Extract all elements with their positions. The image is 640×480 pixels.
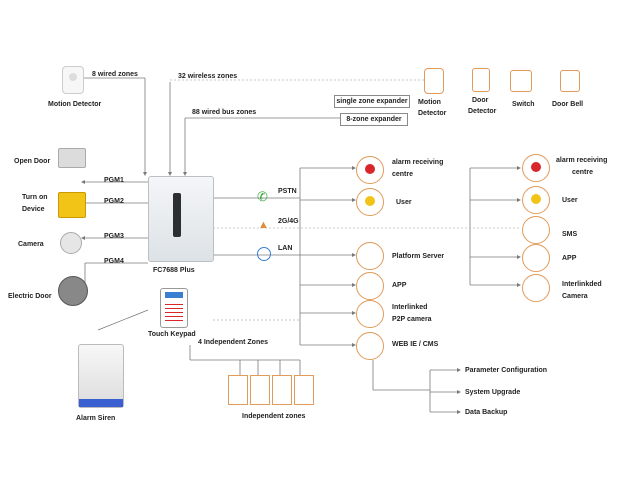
switch-icon xyxy=(510,70,532,92)
electric-door-icon xyxy=(58,276,88,306)
user-icon xyxy=(356,188,384,216)
panel-name-label: FC7688 Plus xyxy=(153,267,195,274)
cellular-label: 2G/4G xyxy=(278,218,299,225)
right-camera-icon xyxy=(522,274,550,302)
right-camera-label-2: Camera xyxy=(562,293,588,300)
eight-zone-expander: 8-zone expander xyxy=(340,113,408,126)
independent-zones-label: 4 Independent Zones xyxy=(198,339,269,346)
data-backup-label: Data Backup xyxy=(465,409,508,416)
door-bell-label: Door Bell xyxy=(552,101,584,108)
wireless-zones-label: 32 wireless zones xyxy=(178,73,238,80)
independent-zones-caption: Independent zones xyxy=(242,413,306,420)
zone-box-4 xyxy=(294,375,314,405)
pstn-label: PSTN xyxy=(278,188,297,195)
alarm-siren-label: Alarm Siren xyxy=(76,415,116,422)
pgm1-label: PGM1 xyxy=(104,177,124,184)
electric-door-label: Electric Door xyxy=(8,293,52,300)
arc-label-2: centre xyxy=(392,171,414,178)
device-label: Device xyxy=(22,206,45,213)
alarm-centre-icon xyxy=(356,156,384,184)
right-arc-label-1: alarm receiving xyxy=(556,157,608,164)
pgm2-label: PGM2 xyxy=(104,198,124,205)
motion-sensor-label-2: Detector xyxy=(418,110,447,117)
pgm4-label: PGM4 xyxy=(104,258,124,265)
bus-zones-label: 88 wired bus zones xyxy=(192,109,257,116)
right-user-label: User xyxy=(562,197,578,204)
alarm-siren-icon xyxy=(78,344,124,408)
right-alarm-centre-icon xyxy=(522,154,550,182)
motion-sensor-label-1: Motion xyxy=(418,99,441,106)
switch-label: Switch xyxy=(512,101,535,108)
motion-detector-label: Motion Detector xyxy=(48,101,102,108)
zone-box-1 xyxy=(228,375,248,405)
right-arc-label-2: centre xyxy=(572,169,594,176)
globe-icon xyxy=(257,247,271,261)
touch-keypad-icon xyxy=(160,288,188,328)
right-camera-label-1: Interlinkded xyxy=(562,281,602,288)
door-detector-label-2: Detector xyxy=(468,108,497,115)
motion-sensor-icon xyxy=(424,68,444,94)
motion-detector-icon xyxy=(62,66,84,94)
system-upgrade-label: System Upgrade xyxy=(465,389,521,396)
camera-label: Camera xyxy=(18,241,44,248)
app-label: APP xyxy=(392,282,407,289)
web-cms-icon xyxy=(356,332,384,360)
web-cms-label: WEB IE / CMS xyxy=(392,341,439,348)
parameter-config-label: Parameter Configuration xyxy=(465,367,548,374)
antenna-icon: ▲ xyxy=(258,219,269,231)
zone-box-2 xyxy=(250,375,270,405)
pgm3-label: PGM3 xyxy=(104,233,124,240)
single-zone-expander: single zone expander xyxy=(334,95,410,108)
cloud-server-icon xyxy=(356,242,384,270)
right-app-icon xyxy=(522,244,550,272)
door-lock-icon xyxy=(58,148,86,168)
app-phone-icon xyxy=(356,272,384,300)
platform-server-label: Platform Server xyxy=(392,253,445,260)
right-app-label: APP xyxy=(562,255,577,262)
right-user-icon xyxy=(522,186,550,214)
user-label: User xyxy=(396,199,412,206)
sms-sim-icon xyxy=(522,216,550,244)
p2p-label-1: Interlinked xyxy=(392,304,428,311)
touch-keypad-label: Touch Keypad xyxy=(148,331,196,338)
open-door-label: Open Door xyxy=(14,158,51,165)
p2p-label-2: P2P camera xyxy=(392,316,432,323)
wired-zones-label: 8 wired zones xyxy=(92,71,138,78)
control-panel-icon xyxy=(148,176,214,262)
sms-label: SMS xyxy=(562,231,578,238)
arc-label-1: alarm receiving xyxy=(392,159,444,166)
door-detector-icon xyxy=(472,68,490,92)
phone-icon: ✆ xyxy=(257,189,268,204)
p2p-camera-icon xyxy=(356,300,384,328)
zone-box-3 xyxy=(272,375,292,405)
generator-icon xyxy=(58,192,86,218)
door-bell-icon xyxy=(560,70,580,92)
lan-label: LAN xyxy=(278,245,293,252)
dome-camera-icon xyxy=(60,232,82,254)
turn-on-label: Turn on xyxy=(22,194,48,201)
door-detector-label-1: Door xyxy=(472,97,489,104)
